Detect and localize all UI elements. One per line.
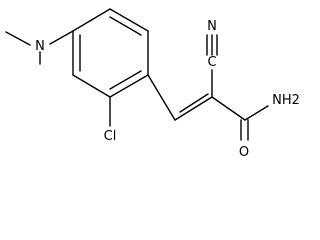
atom-label-nh2-amide: NH2 xyxy=(272,93,300,108)
vinyl-double-bond-inner xyxy=(179,93,209,113)
ring-bond-1 xyxy=(72,8,111,32)
bond-ring-vinyl xyxy=(147,74,176,121)
ring-bond-4 xyxy=(109,74,149,98)
bond-methyl1-n xyxy=(5,31,31,46)
ring-double-bond-a xyxy=(109,16,142,36)
atom-label-c-nitrile: C xyxy=(207,55,216,70)
ring-bond-2 xyxy=(109,8,149,32)
atom-label-cl: Cl xyxy=(104,129,117,144)
atom-label-n-nitrile: N xyxy=(207,19,217,34)
ring-double-bond-b xyxy=(109,70,142,90)
atom-label-n-dimethylamino: N xyxy=(35,39,45,54)
structure-canvas: N N C NH2 O Cl xyxy=(5,8,300,160)
ring-bond-5 xyxy=(72,74,111,98)
bond-n-ring xyxy=(49,30,74,45)
atom-label-o-amide: O xyxy=(239,145,249,160)
bond-amide-nh2 xyxy=(244,105,269,121)
vinyl-double-bond-outer xyxy=(174,96,213,121)
bond-c-amide xyxy=(211,96,246,121)
chemical-structure-diagram: N N C NH2 O Cl xyxy=(5,8,300,160)
